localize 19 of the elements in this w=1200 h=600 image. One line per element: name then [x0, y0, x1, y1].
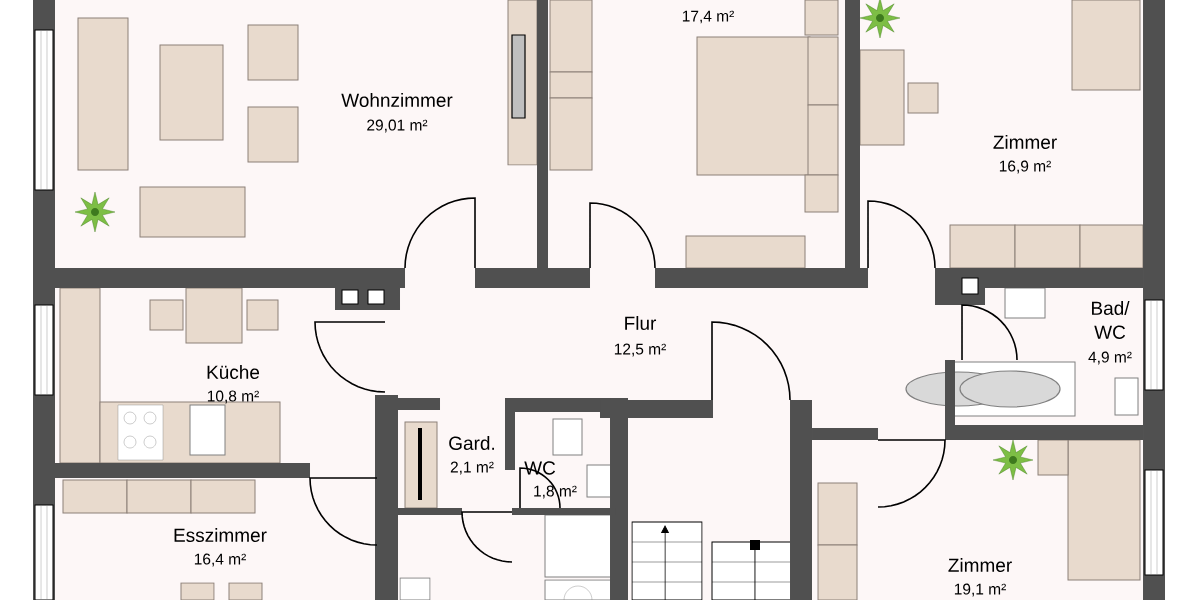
room-area: 16,9 m² [999, 160, 1051, 174]
room-area: 2,1 m² [450, 461, 494, 475]
room-area: 19,1 m² [954, 583, 1006, 597]
room-name: Zimmer [948, 558, 1012, 572]
room-name: Bad/ WC [1092, 301, 1130, 339]
room-area: 10,8 m² [207, 390, 259, 404]
room-name: Gard. [449, 436, 495, 450]
room-name: Flur [625, 316, 657, 330]
room-area: 1,8 m² [534, 485, 577, 499]
room-area: 4,9 m² [1088, 351, 1132, 365]
room-name: Wohnzimmer [341, 93, 453, 107]
room-name: Zimmer [993, 135, 1057, 149]
room-area: 16,4 m² [194, 553, 246, 567]
room-name: WC [524, 461, 556, 475]
room-area: 29,01 m² [367, 119, 428, 133]
room-area: 12,5 m² [614, 343, 666, 357]
room-area: 17,4 m² [682, 10, 734, 24]
room-name: Esszimmer [174, 528, 267, 542]
room-name: Küche [207, 365, 260, 379]
